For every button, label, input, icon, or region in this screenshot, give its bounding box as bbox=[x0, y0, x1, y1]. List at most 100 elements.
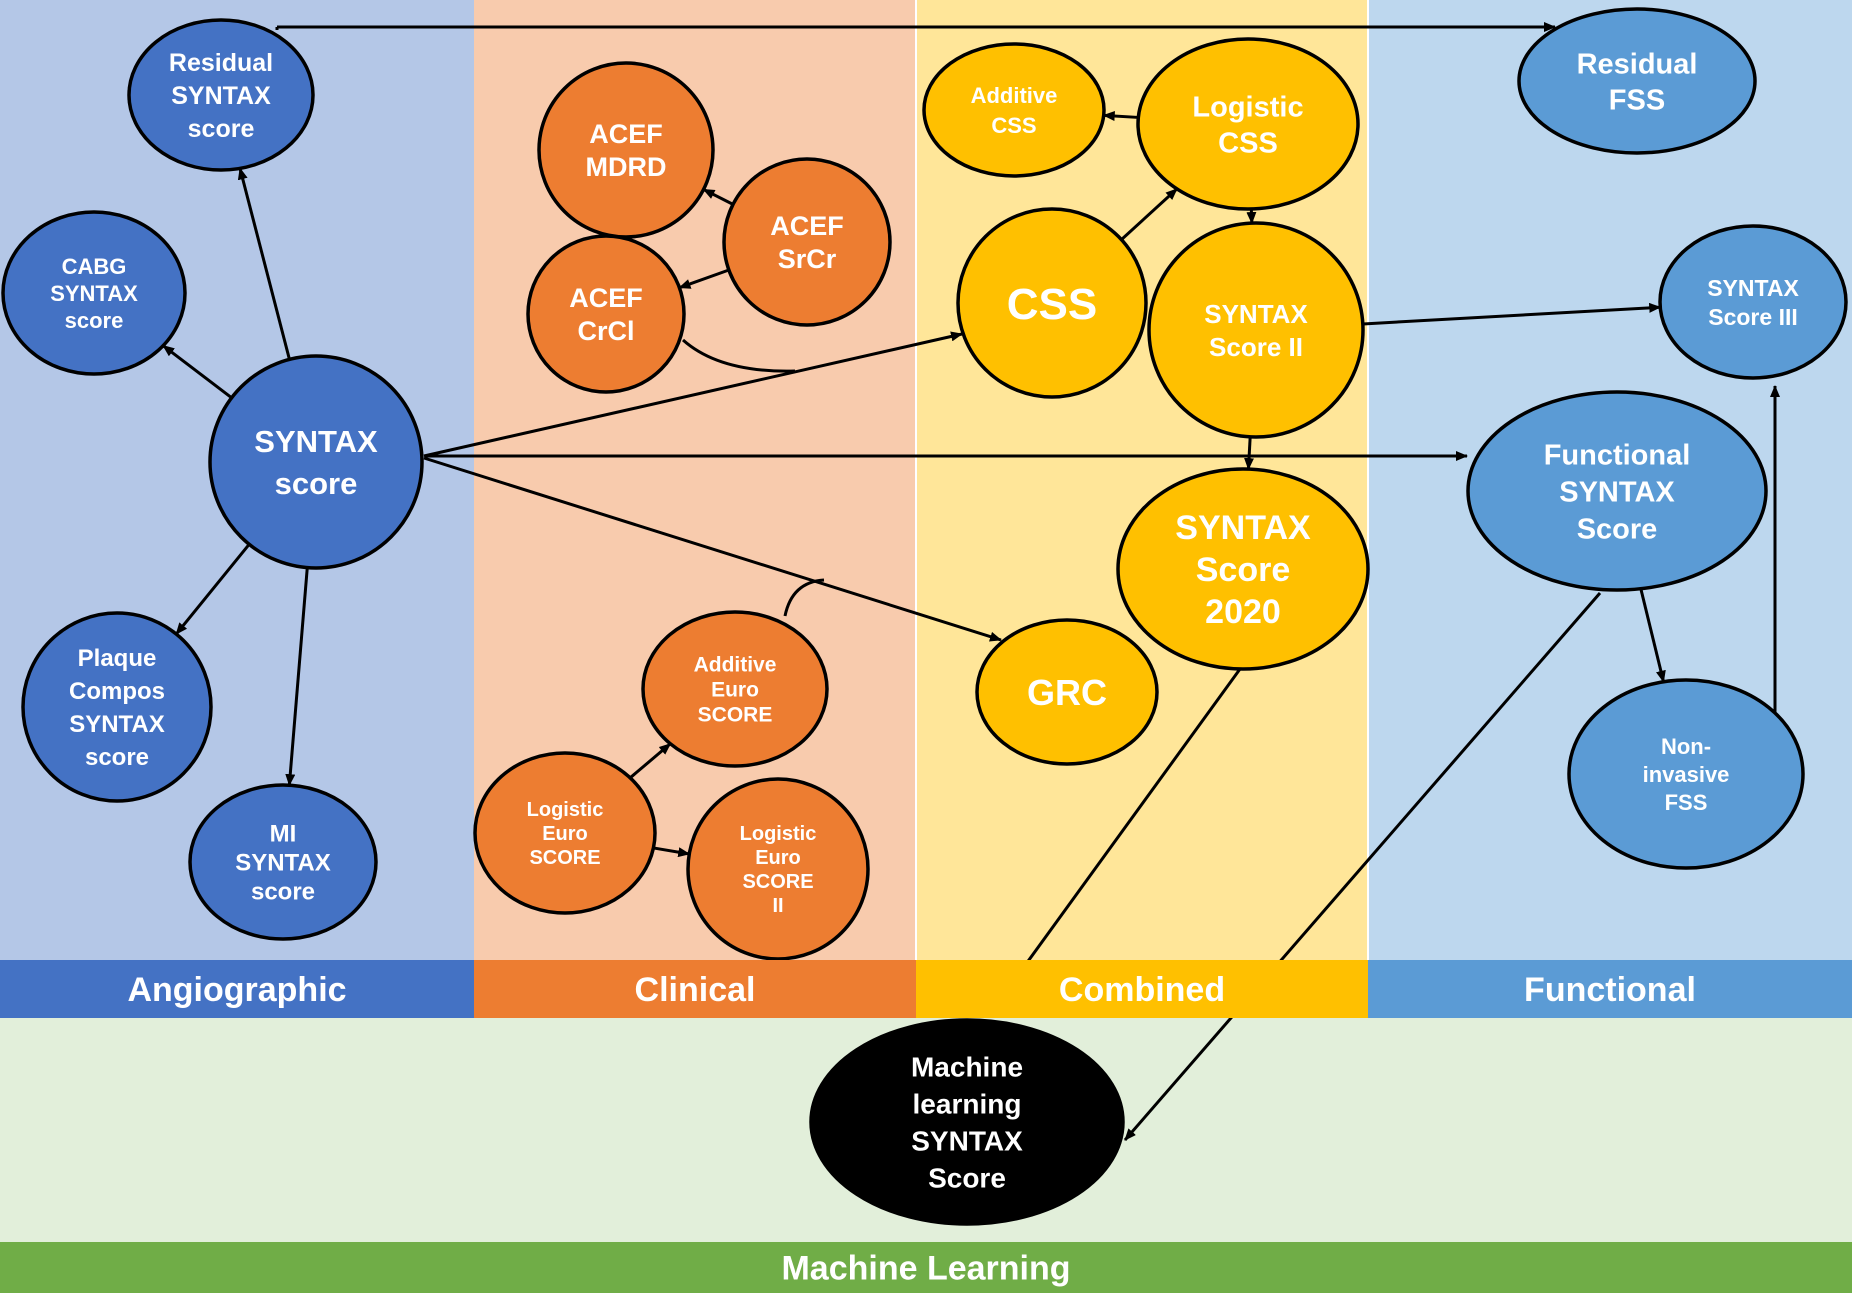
additive-euroscore-label-line: Additive bbox=[694, 654, 777, 677]
logistic-euroscore-label-line: SCORE bbox=[529, 847, 600, 869]
additive-euroscore-label-line: Euro bbox=[711, 679, 759, 702]
plaque-compos-label-line: Plaque bbox=[78, 645, 157, 672]
ml-syntax-label-line: Score bbox=[928, 1163, 1006, 1194]
additive-css-label-line: CSS bbox=[991, 113, 1036, 138]
acef-mdrd-label-line: MDRD bbox=[586, 152, 667, 182]
acef-crcl-label-line: CrCl bbox=[577, 316, 634, 346]
edge-css-to-logistic-css bbox=[1120, 187, 1178, 241]
residual-syntax-label-line: SYNTAX bbox=[171, 82, 271, 110]
edge-syntax-score-2-to-syntax-score-2020 bbox=[1244, 436, 1255, 471]
residual-fss-label-line: FSS bbox=[1609, 84, 1665, 116]
edge-logistic-euroscore-to-additive-euroscore bbox=[629, 742, 672, 779]
edge-syntax-score-to-cabg-syntax bbox=[162, 344, 233, 399]
grc-ellipse bbox=[975, 618, 1159, 766]
machine-learning-category-bar bbox=[0, 1242, 1852, 1293]
syntax-score-label-line: SYNTAX bbox=[254, 424, 378, 459]
acef-crcl-ellipse bbox=[526, 234, 686, 394]
grc-label-line: GRC bbox=[1027, 672, 1107, 713]
logistic-css-label-line: Logistic bbox=[1192, 91, 1303, 123]
cabg-syntax-ellipse bbox=[1, 210, 187, 376]
angiographic-category-label: Angiographic bbox=[127, 971, 346, 1009]
edge-logistic-css-to-additive-css bbox=[1102, 111, 1139, 122]
noninvasive-fss-label-line: Non- bbox=[1661, 734, 1711, 759]
plaque-compos-label-line: score bbox=[85, 744, 149, 771]
syntax-score-2020-ellipse bbox=[1116, 467, 1370, 671]
acef-srcr-label-line: ACEF bbox=[770, 211, 844, 241]
ml-syntax-label-line: learning bbox=[913, 1089, 1022, 1120]
clinical-category-bar bbox=[474, 960, 916, 1018]
node-css: CSS bbox=[956, 207, 1148, 399]
functional-category-label: Functional bbox=[1524, 971, 1696, 1009]
ml-syntax-label-line: Machine bbox=[911, 1052, 1023, 1083]
logistic-euroscore-2-label-line: Euro bbox=[755, 847, 801, 869]
residual-fss-ellipse bbox=[1517, 7, 1757, 155]
plaque-compos-label-line: SYNTAX bbox=[69, 711, 165, 738]
functional-syntax-label-line: Score bbox=[1577, 513, 1658, 545]
node-grc: GRC bbox=[975, 618, 1159, 766]
edge-acef-srcr-to-acef-mdrd bbox=[702, 188, 734, 206]
mi-syntax-label-line: MI bbox=[270, 821, 297, 848]
acef-crcl-connector-curve bbox=[682, 338, 796, 373]
functional-category-bar bbox=[1368, 960, 1852, 1018]
logistic-euroscore-2-label-line: II bbox=[772, 895, 783, 917]
logistic-euroscore-2-ellipse bbox=[686, 777, 870, 961]
functional-syntax-label-line: Functional bbox=[1544, 439, 1691, 471]
logistic-css-label-line: CSS bbox=[1218, 127, 1278, 159]
residual-syntax-label-line: Residual bbox=[169, 49, 273, 77]
additive-euroscore-label-line: SCORE bbox=[698, 704, 773, 727]
residual-syntax-ellipse bbox=[127, 18, 315, 172]
edge-syntax-score-to-residual-syntax bbox=[237, 167, 291, 360]
css-label-line: CSS bbox=[1007, 280, 1097, 329]
edge-syntax-score-2-to-syntax-score-3 bbox=[1362, 302, 1662, 326]
edge-functional-syntax-to-ml-syntax bbox=[1123, 592, 1602, 1141]
syntax-score-3-ellipse bbox=[1658, 224, 1848, 380]
syntax-score-ellipse bbox=[208, 354, 424, 570]
logistic-css-ellipse bbox=[1136, 37, 1360, 211]
mi-syntax-label-line: SYNTAX bbox=[235, 850, 331, 877]
syntax-score-2020-label-line: 2020 bbox=[1205, 593, 1281, 631]
edge-functional-syntax-to-noninvasive-fss bbox=[1639, 588, 1666, 683]
residual-syntax-label-line: score bbox=[188, 115, 255, 143]
mi-syntax-label-line: score bbox=[251, 879, 315, 906]
syntax-score-2020-label-line: Score bbox=[1196, 551, 1291, 589]
logistic-euroscore-2-label-line: Logistic bbox=[740, 823, 817, 845]
plaque-compos-label-line: Compos bbox=[69, 678, 165, 705]
machine-learning-category-label: Machine Learning bbox=[781, 1250, 1070, 1288]
noninvasive-fss-label-line: FSS bbox=[1665, 790, 1708, 815]
edge-syntax-score-to-grc bbox=[423, 456, 1002, 642]
edge-syntax-score-to-mi-syntax bbox=[285, 567, 309, 787]
acef-mdrd-label-line: ACEF bbox=[589, 119, 663, 149]
edge-logistic-euroscore-to-logistic-euroscore-2 bbox=[653, 846, 691, 858]
css-ellipse bbox=[956, 207, 1148, 399]
nodes: ResidualSYNTAXscoreCABGSYNTAXscoreSYNTAX… bbox=[1, 7, 1848, 1226]
syntax-score-3-label-line: Score III bbox=[1708, 304, 1797, 330]
cabg-syntax-label-line: SYNTAX bbox=[50, 281, 138, 306]
edge-logistic-css-to-syntax-score-2 bbox=[1246, 208, 1257, 225]
edge-acef-srcr-to-acef-crcl bbox=[678, 268, 730, 290]
cabg-syntax-label-line: score bbox=[65, 308, 124, 333]
angiographic-category-bar bbox=[0, 960, 474, 1018]
clinical-category-label: Clinical bbox=[635, 971, 756, 1009]
edge-syntax-score-2020-to-ml-syntax bbox=[987, 668, 1242, 1016]
syntax-score-2-label-line: Score II bbox=[1209, 332, 1303, 362]
syntax-score-2-ellipse bbox=[1147, 221, 1365, 439]
edge-syntax-score-to-plaque-compos bbox=[175, 543, 251, 635]
acef-crcl-label-line: ACEF bbox=[569, 283, 643, 313]
